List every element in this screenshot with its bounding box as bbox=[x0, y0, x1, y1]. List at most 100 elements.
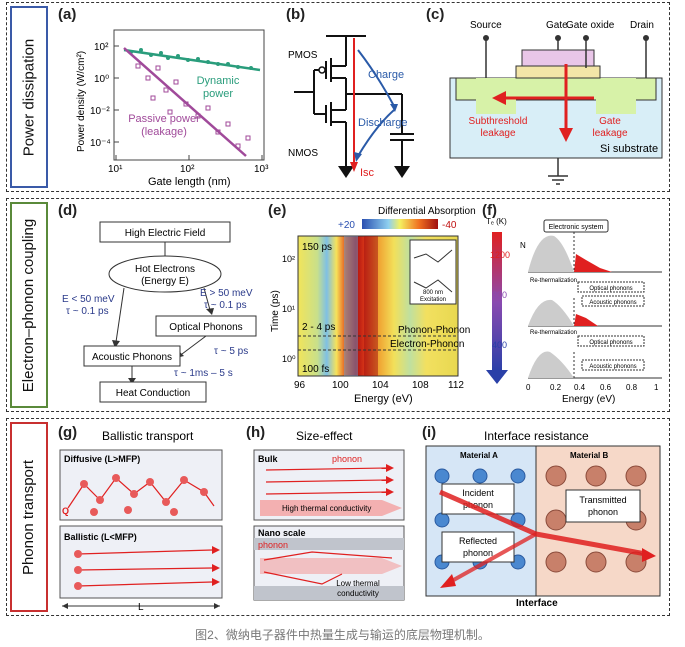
panel-label: (a) bbox=[58, 6, 77, 23]
panel-label: (d) bbox=[58, 202, 78, 219]
panel-g: (g) Ballistic transport Diffusive (L>MFP… bbox=[54, 422, 234, 612]
panel-d: (d) High Electric Field Hot Electrons(En… bbox=[54, 202, 264, 408]
electronic-system-label: Electronic system bbox=[549, 224, 604, 231]
ytick: 10⁰ bbox=[282, 354, 296, 364]
flow-diagram: High Electric Field Hot Electrons(Energy… bbox=[62, 221, 257, 403]
row-electron-phonon: Electron–phonon coupling (d) High Electr… bbox=[6, 198, 670, 412]
panel-label: (f) bbox=[482, 202, 497, 219]
substrate-label: Si substrate bbox=[600, 143, 658, 155]
row-title: Power dissipation bbox=[20, 38, 38, 156]
acoustic-phonons-2: Acoustic phonons bbox=[589, 364, 636, 370]
passive-power-label: Passive power(leakage) bbox=[128, 113, 200, 138]
x-axis-label: Gate length (nm) bbox=[148, 176, 231, 188]
ballistic-diagram: Ballistic transport Diffusive (L>MFP) Q … bbox=[59, 429, 223, 612]
q-label: Q bbox=[62, 506, 69, 516]
time-150ps: 150 ps bbox=[302, 242, 332, 253]
colorbar-title: Differential Absorption bbox=[378, 206, 476, 217]
material-a-label: Material A bbox=[460, 451, 498, 460]
acoustic-phonons-box: Acoustic Phonons bbox=[92, 352, 172, 363]
xtick: 96 bbox=[294, 380, 306, 391]
size-effect-diagram: Size-effect Bulk phonon High thermal con… bbox=[253, 429, 405, 601]
ytick: 10⁻² bbox=[90, 106, 110, 117]
hot-electrons-node: Hot Electrons(Energy E) bbox=[135, 264, 195, 287]
xtick: 0.4 bbox=[574, 383, 586, 392]
panel-label: (c) bbox=[426, 6, 445, 23]
tau-heat: τ ~ 1ms – 5 s bbox=[174, 368, 233, 379]
te-label: Tₑ (K) bbox=[486, 217, 507, 226]
gate-label: Gate bbox=[546, 20, 568, 31]
xtick: 0.2 bbox=[550, 383, 562, 392]
row-label: Phonon transport bbox=[10, 422, 48, 612]
interface-title: Interface resistance bbox=[484, 429, 589, 443]
xtick: 10¹ bbox=[108, 164, 123, 175]
phonon-phonon-label: Phonon-Phonon bbox=[398, 325, 470, 336]
source-label: Source bbox=[470, 20, 502, 31]
drain-label: Drain bbox=[630, 20, 654, 31]
optical-phonons-2: Optical phonons bbox=[589, 340, 632, 346]
row-title: Electron–phonon coupling bbox=[20, 218, 38, 392]
l-label: L bbox=[138, 602, 144, 612]
panel-b: (b) bbox=[286, 6, 416, 188]
high-conductivity-label: High thermal conductivity bbox=[282, 504, 371, 513]
xtick: 112 bbox=[448, 380, 464, 391]
interface-label: Interface bbox=[516, 598, 558, 609]
panel-c: (c) Source Gate Gate oxide Drain bbox=[426, 6, 666, 188]
mosfet-diagram: Source Gate Gate oxide Drain Subthreshol… bbox=[449, 20, 663, 185]
panel-a: (a) 10² 10⁰ 10⁻² 10⁻⁴ 10¹ 10² 10³ Power … bbox=[56, 6, 276, 188]
xtick: 104 bbox=[372, 380, 389, 391]
optical-phonons-box: Optical Phonons bbox=[169, 322, 242, 333]
x-axis-label: Energy (eV) bbox=[562, 394, 615, 405]
ytick: 10² bbox=[94, 42, 109, 53]
panel-h: (h) Size-effect Bulk phonon High thermal… bbox=[242, 422, 412, 612]
ytick: 10² bbox=[282, 254, 295, 264]
row-phonon-transport: Phonon transport (g) Ballistic transport… bbox=[6, 418, 670, 616]
row-border bbox=[6, 418, 670, 616]
te-1200: 1200 bbox=[490, 250, 510, 260]
row-title: Phonon transport bbox=[20, 459, 38, 575]
heat-conduction-box: Heat Conduction bbox=[116, 388, 191, 399]
te-800: 800 bbox=[492, 290, 507, 300]
time-2-4ps: 2 - 4 ps bbox=[302, 322, 335, 333]
colorbar-min: +20 bbox=[338, 220, 355, 231]
figure-caption: 图2、微纳电子器件中热量生成与输运的底层物理机制。 bbox=[195, 628, 490, 642]
row-label: Power dissipation bbox=[10, 6, 48, 188]
ballistic-title: Ballistic transport bbox=[102, 429, 194, 443]
ytick: 10⁻⁴ bbox=[90, 138, 111, 149]
isc-label: Isc bbox=[360, 167, 375, 179]
xtick: 0 bbox=[526, 383, 531, 392]
xtick: 0.6 bbox=[600, 383, 612, 392]
xtick: 100 bbox=[332, 380, 349, 391]
ytick: 10¹ bbox=[282, 304, 295, 314]
acoustic-phonons-1: Acoustic phonons bbox=[589, 300, 636, 306]
panel-label: (i) bbox=[422, 424, 437, 441]
n-label: N bbox=[520, 241, 526, 250]
optical-phonons-1: Optical phonons bbox=[589, 286, 632, 292]
colorbar-max: -40 bbox=[442, 220, 457, 231]
pmos-label: PMOS bbox=[288, 50, 318, 61]
ballistic-label: Ballistic (L<MFP) bbox=[64, 532, 137, 542]
size-effect-title: Size-effect bbox=[296, 429, 353, 443]
gate-oxide-label: Gate oxide bbox=[566, 20, 615, 31]
interface-diagram: Interface resistance Material A Material… bbox=[425, 429, 661, 609]
panel-f: (f) Tₑ (K) 1200 800 400 Electronic syste… bbox=[482, 202, 668, 408]
xtick: 1 bbox=[654, 383, 659, 392]
rethermalization-1: Re-thermalization bbox=[530, 278, 577, 284]
te-400: 400 bbox=[492, 340, 507, 350]
row-border bbox=[6, 198, 670, 412]
charge-label: Charge bbox=[368, 69, 404, 81]
cmos-inverter-diagram: PMOS NMOS Charge Discharge Isc bbox=[288, 35, 414, 179]
panel-i: (i) Interface resistance Material A Mate… bbox=[420, 422, 666, 612]
high-field-box: High Electric Field bbox=[125, 228, 206, 239]
bulk-label: Bulk bbox=[258, 454, 278, 464]
row-label: Electron–phonon coupling bbox=[10, 202, 48, 408]
ytick: 10⁰ bbox=[94, 74, 109, 85]
row-border bbox=[6, 2, 670, 192]
